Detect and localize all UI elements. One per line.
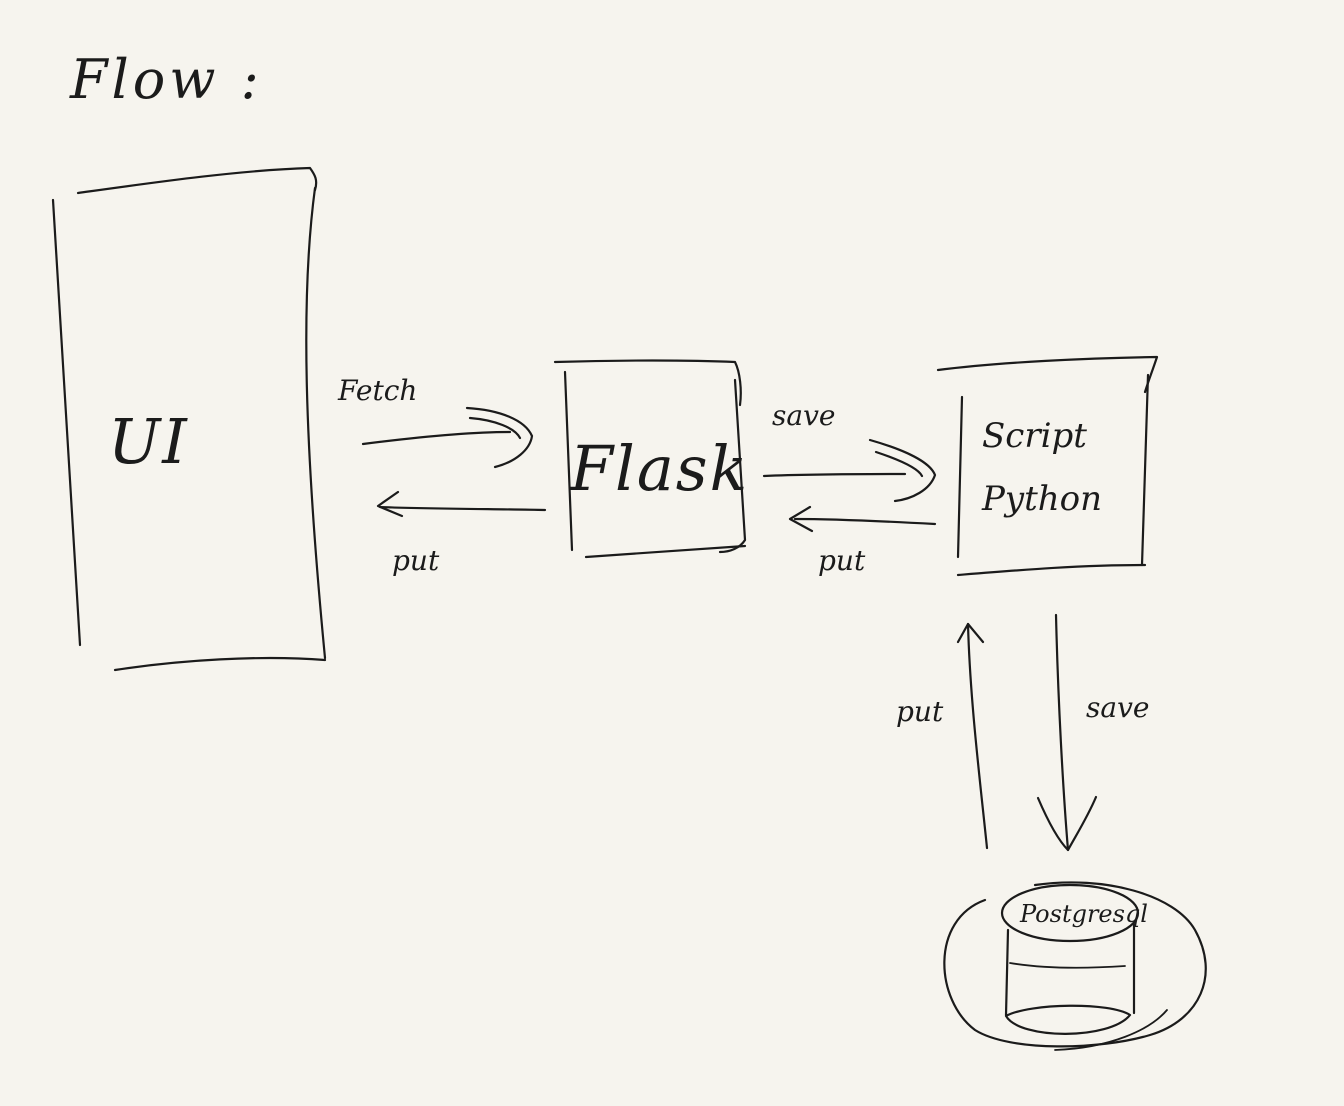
save-label-script: save	[772, 399, 835, 432]
flask-label: Flask	[569, 432, 749, 505]
script-box-right-edge	[1140, 373, 1150, 567]
fetch-arrow-head	[465, 406, 534, 469]
save-arrow-head-script	[868, 438, 937, 503]
put-label-flask: put	[818, 544, 866, 577]
flask-box-left-edge	[563, 370, 574, 552]
db-label: Postgresql	[1019, 900, 1148, 928]
db-outer-circle	[943, 881, 1207, 1048]
put-arrow-head-flask	[788, 505, 814, 533]
put-arrow-head-db	[956, 622, 985, 644]
put-arrow-shaft-db	[966, 622, 989, 850]
ui-box-right-edge	[305, 186, 327, 660]
save-arrow-head-script-inner	[874, 450, 924, 478]
node-script-python: Script Python	[936, 355, 1159, 577]
db-middle-line	[1009, 962, 1126, 969]
put-arrow-shaft-flask	[793, 517, 937, 526]
save-arrow-head-db	[1036, 795, 1098, 852]
db-outer-shadow-stroke	[1054, 1009, 1168, 1051]
flask-box-bottom-edge	[584, 544, 747, 559]
flask-box-right-edge	[718, 378, 747, 554]
save-arrow-shaft-db	[1054, 613, 1070, 852]
put-arrow-shaft-ui	[378, 505, 547, 512]
script-label-line1: Script	[982, 416, 1087, 456]
fetch-arrow-shaft	[361, 430, 512, 446]
node-postgresql: Postgresql	[943, 881, 1207, 1051]
ui-box-top-edge	[76, 166, 318, 195]
edge-flask-script: save put	[762, 399, 937, 577]
script-box-left-edge	[956, 395, 964, 559]
db-bottom-ellipse	[1004, 1004, 1132, 1035]
script-box-top-edge	[936, 355, 1159, 394]
diagram-title: Flow :	[69, 48, 263, 111]
fetch-label: Fetch	[337, 374, 417, 407]
ui-label: UI	[108, 405, 189, 478]
node-ui: UI	[51, 166, 327, 672]
script-box-bottom-edge	[956, 563, 1147, 577]
put-label-ui: put	[392, 544, 440, 577]
save-label-db: save	[1086, 691, 1149, 724]
db-top-ellipse	[1000, 883, 1140, 943]
ui-box-left-edge	[51, 198, 82, 647]
db-left-side	[1004, 928, 1010, 1017]
edge-ui-flask: Fetch put	[337, 374, 547, 577]
fetch-arrow-head-inner	[468, 416, 522, 440]
put-label-db: put	[896, 695, 944, 728]
ui-box-bottom-edge	[113, 656, 327, 672]
node-flask: Flask	[553, 359, 749, 559]
flask-box-top-edge	[553, 359, 742, 407]
save-arrow-shaft-script	[762, 472, 907, 478]
edge-script-db: put save	[896, 613, 1149, 852]
script-label-line2: Python	[981, 479, 1102, 519]
put-arrow-head-ui	[376, 490, 404, 518]
